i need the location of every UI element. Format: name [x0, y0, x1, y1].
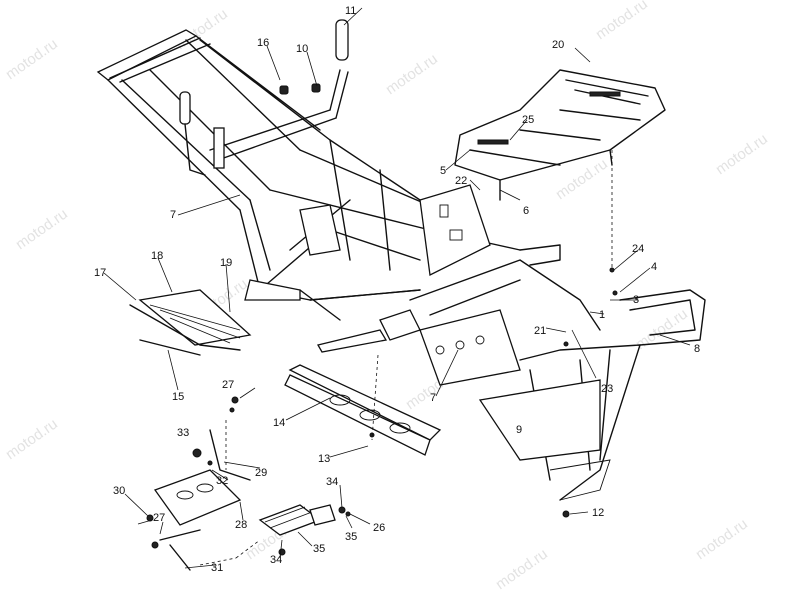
callout-10: 10: [296, 43, 308, 55]
front-fender-bracket: [153, 429, 251, 571]
callout-3: 3: [633, 294, 639, 306]
callout-7a: 7: [430, 392, 436, 404]
callout-1: 1: [599, 309, 605, 321]
watermark: motod.ru: [493, 545, 551, 593]
callout-5: 5: [440, 165, 446, 177]
callout-17: 17: [94, 267, 106, 279]
callout-24: 24: [632, 243, 644, 255]
callout-16: 16: [257, 37, 269, 49]
callout-13: 13: [318, 453, 330, 465]
watermark: motod.ru: [383, 50, 441, 98]
callout-35a: 35: [345, 531, 357, 543]
callout-19: 19: [220, 257, 232, 269]
callout-8: 8: [694, 343, 700, 355]
callout-9: 9: [516, 424, 522, 436]
callout-32: 32: [216, 475, 228, 487]
callout-33: 33: [177, 427, 189, 439]
callout-22: 22: [455, 175, 467, 187]
callout-4: 4: [651, 261, 657, 273]
callout-28: 28: [235, 519, 247, 531]
watermark: motod.ru: [13, 205, 71, 253]
watermark: motod.ru: [3, 35, 61, 83]
callout-20: 20: [552, 39, 564, 51]
grab-handle-assembly: [179, 19, 349, 176]
watermark: motod.ru: [693, 515, 751, 563]
callout-7b: 7: [170, 209, 176, 221]
left-footrest: [129, 289, 252, 356]
main-frame: [96, 29, 521, 353]
right-footrest: [258, 504, 336, 536]
callout-35b: 35: [313, 543, 325, 555]
callout-34b: 34: [270, 554, 282, 566]
callout-12: 12: [592, 507, 604, 519]
watermark: motod.ru: [3, 415, 61, 463]
callout-27a: 27: [222, 379, 234, 391]
callout-21: 21: [534, 325, 546, 337]
callout-14: 14: [273, 417, 285, 429]
watermark: motod.ru: [593, 0, 651, 43]
callout-29: 29: [255, 467, 267, 479]
callout-6: 6: [523, 205, 529, 217]
callout-34a: 34: [326, 476, 338, 488]
fasteners: [146, 267, 618, 556]
skid-plate: [284, 364, 442, 456]
callout-23: 23: [601, 383, 613, 395]
watermark: motod.ru: [713, 130, 771, 178]
callout-18: 18: [151, 250, 163, 262]
callout-31: 31: [211, 562, 223, 574]
rear-sub-frame: [379, 184, 601, 386]
rear-bumper-guard: [478, 289, 706, 501]
callout-30: 30: [113, 485, 125, 497]
callout-26: 26: [373, 522, 385, 534]
watermark: motod.ru: [633, 305, 691, 353]
rear-rack: [454, 69, 666, 201]
callout-27b: 27: [153, 512, 165, 524]
callout-11: 11: [345, 5, 356, 17]
callout-labels: 1 2 3 4 5 6 7 7 8 9 10 11 12 13 14 15 16…: [94, 5, 700, 574]
leader-lines: [103, 7, 691, 569]
callout-15: 15: [172, 391, 184, 403]
callout-25: 25: [522, 114, 534, 126]
